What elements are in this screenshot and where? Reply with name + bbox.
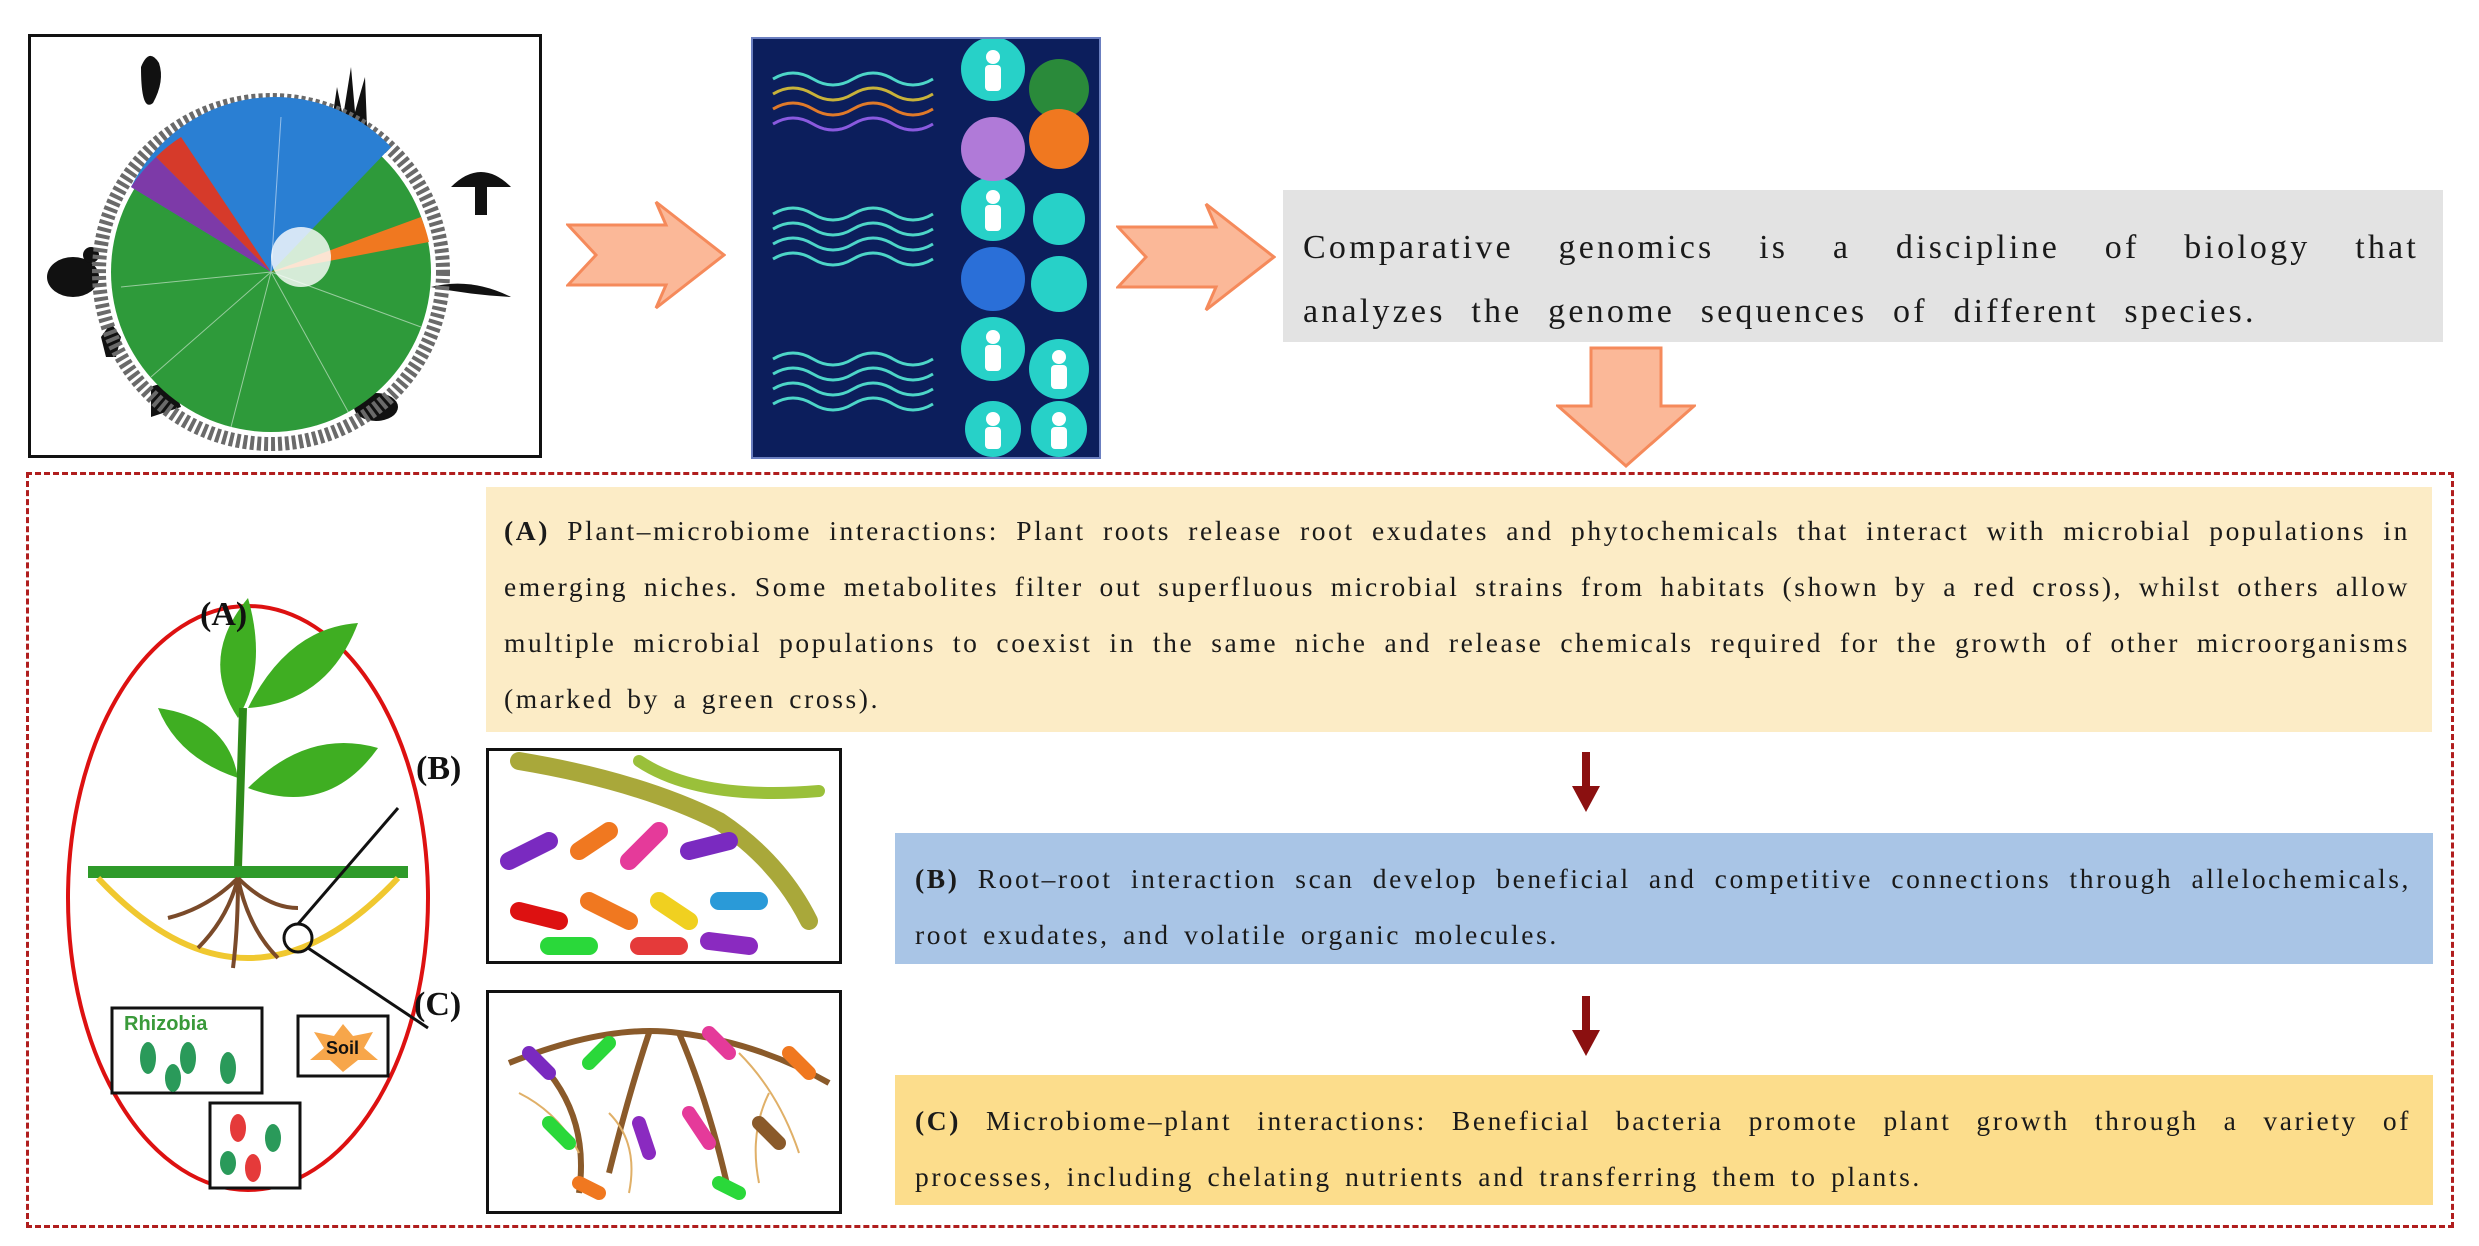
down-arrow-icon <box>1572 996 1600 1056</box>
box-c-body: Microbiome–plant interactions: Beneficia… <box>915 1105 2411 1192</box>
box-b-body: Root–root interaction scan develop benef… <box>915 863 2411 950</box>
microbiome-plant-text: (C) Microbiome–plant interactions: Benef… <box>895 1075 2433 1205</box>
soil-label: Soil <box>326 1038 359 1058</box>
box-a-tag: (A) <box>504 515 550 546</box>
box-b-tag: (B) <box>915 863 960 894</box>
right-arrow-icon <box>1116 202 1276 312</box>
box-a-body: Plant–microbiome interactions: Plant roo… <box>504 515 2410 714</box>
comparative-genomics-text: Comparative genomics is a discipline of … <box>1283 190 2443 342</box>
down-arrow-icon <box>1572 752 1600 812</box>
rhizobia-label: Rhizobia <box>124 1013 208 1035</box>
panel-label-b: (B) <box>416 750 462 787</box>
right-arrow-icon <box>566 200 726 310</box>
root-root-text: (B) Root–root interaction scan develop b… <box>895 833 2433 964</box>
phylogenetic-tree-figure <box>28 34 542 458</box>
genome-alignment-figure <box>751 37 1101 459</box>
panel-label-a: (A) <box>200 596 248 633</box>
genome-alignment-icon <box>772 37 1089 457</box>
root-network-icon <box>507 1026 831 1200</box>
bacteria-figure <box>486 748 842 964</box>
panel-label-c: (C) <box>414 986 462 1023</box>
root-network-figure <box>486 990 842 1214</box>
phylogenetic-tree-icon <box>47 55 511 451</box>
bacteria-cells-icon <box>500 752 825 955</box>
plant-microbiome-text: (A) Plant–microbiome interactions: Plant… <box>486 487 2432 732</box>
box-c-tag: (C) <box>915 1105 961 1136</box>
down-arrow-icon <box>1556 346 1696 468</box>
plant-roots-illustration: Rhizobia Soil <box>66 598 430 1192</box>
interactions-panel <box>26 472 2454 1228</box>
